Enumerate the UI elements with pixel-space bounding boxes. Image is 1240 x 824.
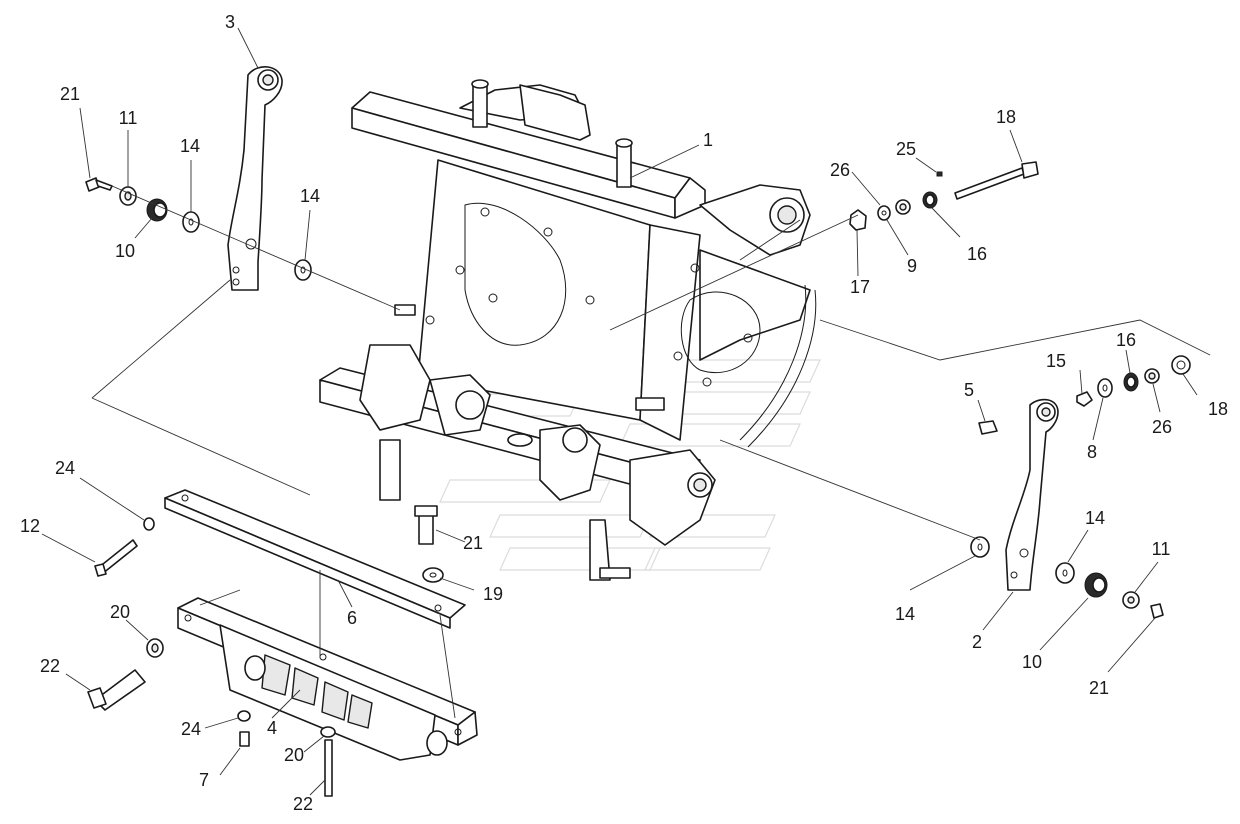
callout-1: 1 [703,130,713,150]
callout-24: 24 [181,719,201,739]
callout-15-upper: 16 [967,244,987,264]
callout-10-left: 10 [115,241,135,261]
callout-12: 12 [20,516,40,536]
callout-14-right-bottom: 14 [895,604,915,624]
callout-8: 8 [1087,442,1097,462]
callout-4: 4 [267,718,277,738]
callout-23: 24 [55,458,75,478]
callout-9: 9 [907,256,917,276]
callout-16-upper: 17 [850,277,870,297]
callout-2: 2 [972,632,982,652]
callout-16-lower: 18 [1208,399,1228,419]
callout-26-upper: 26 [830,160,850,180]
callout-21-center: 21 [463,533,483,553]
callout-7: 7 [199,770,209,790]
callout-11-left: 11 [119,108,138,128]
callout-17: 18 [996,107,1016,127]
callout-18-bottom: 20 [284,745,304,765]
callout-14-right-top: 14 [1085,508,1105,528]
main-frame [319,79,817,581]
callout-14-left-top: 14 [180,136,200,156]
callout-19: 20 [110,602,130,622]
hardware-left [85,177,312,281]
lower-bracket [177,597,478,761]
callout-14-left-mid: 14 [300,186,320,206]
callout-3: 3 [225,12,235,32]
callout-6: 6 [347,608,357,628]
callout-15-lower: 16 [1116,330,1136,350]
callout-18-center: 19 [483,584,503,604]
callout-13: 15 [1046,351,1066,371]
callout-11-right: 11 [1152,539,1171,559]
callout-20-right: 21 [1089,678,1109,698]
hardware-right-lower [970,355,1191,619]
callout-25: 25 [896,139,916,159]
cross-bar [164,489,466,629]
right-lever [1005,398,1059,591]
hardware-right-upper [849,161,1039,231]
callout-labels: 3 1 21 11 14 14 10 26 25 18 9 16 17 5 15… [20,12,1228,814]
callout-22: 22 [293,794,313,814]
callout-26-lower: 26 [1152,417,1172,437]
callout-20-left: 21 [60,84,80,104]
left-lever [227,66,283,291]
hardware-bottom [87,505,444,797]
callout-5: 5 [964,380,974,400]
callout-21-left: 22 [40,656,60,676]
leader-lines [41,27,1211,796]
callout-10-right: 10 [1022,652,1042,672]
